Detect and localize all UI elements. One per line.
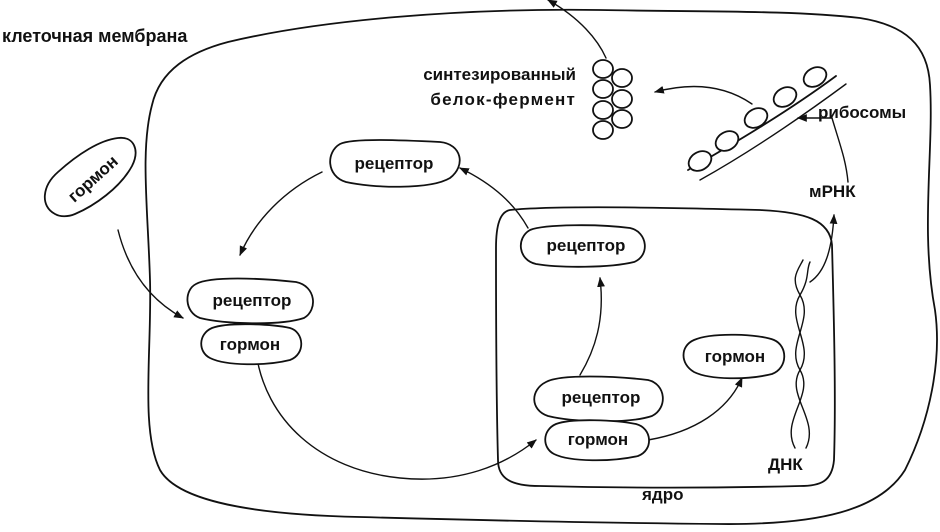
cell-membrane-outline <box>144 8 938 525</box>
ribosomes <box>687 66 828 172</box>
hormone-outside-node: гормон <box>43 137 137 218</box>
receptor-left-label: рецептор <box>213 291 292 310</box>
receptor-nucleus-bottom-node: рецептор <box>533 375 664 423</box>
synthesized-protein-label-2: белок-фермент <box>430 90 576 109</box>
hormone-left-node: гормон <box>200 323 303 366</box>
arrow-hormone-to-dna <box>647 377 743 441</box>
hormone-nucleus-bottom-label: гормон <box>568 430 628 449</box>
synthesized-protein-label-1: синтезированный <box>423 65 576 84</box>
hormone-nucleus-right-node: гормон <box>682 333 786 380</box>
arrow-receptor-recycle <box>239 171 323 256</box>
mrna-strand-lower <box>699 83 847 181</box>
receptor-nucleus-top-node: рецептор <box>520 224 646 268</box>
mrna-label: мРНК <box>809 182 856 201</box>
arrow-nucleus-to-receptor <box>579 277 605 376</box>
arrow-receptor-out <box>459 167 529 229</box>
ribosomes-label: рибосомы <box>818 103 906 122</box>
nucleus-label: ядро <box>641 485 683 504</box>
arrow-protein-out <box>547 0 607 59</box>
arrow-mrna-to-ribosome <box>797 114 849 183</box>
arrow-complex-to-nucleus <box>255 351 537 480</box>
hormone-nucleus-bottom-node: гормон <box>544 419 650 462</box>
receptor-left-node: рецептор <box>186 277 314 325</box>
receptor-top-label: рецептор <box>355 154 434 173</box>
dna-label: ДНК <box>768 455 803 474</box>
arrow-dna-to-mrna <box>809 214 838 283</box>
arrow-ribosome-to-protein <box>654 85 753 105</box>
protein-cluster <box>592 59 633 140</box>
receptor-nucleus-bottom-label: рецептор <box>562 388 641 407</box>
hormone-nucleus-right-label: гормон <box>705 347 765 366</box>
arrow-outside-hormone-in <box>117 229 184 319</box>
nucleus-outline <box>495 206 836 489</box>
hormone-left-label: гормон <box>220 335 280 354</box>
receptor-top-node: рецептор <box>329 139 461 188</box>
cell-membrane-label: клеточная мембрана <box>2 26 188 46</box>
receptor-nucleus-top-label: рецептор <box>547 236 626 255</box>
dna-helix <box>790 259 811 449</box>
